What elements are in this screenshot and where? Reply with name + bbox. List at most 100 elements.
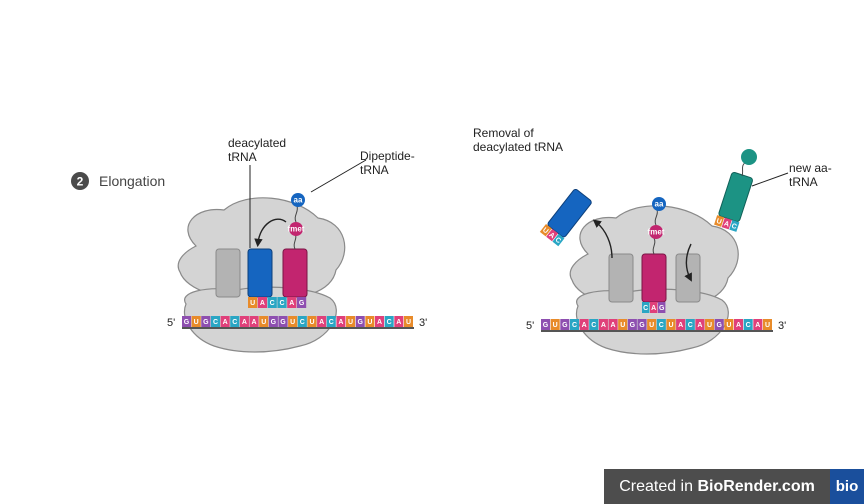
aa-label: aa — [294, 196, 303, 205]
biorender-logo: bio — [830, 469, 864, 504]
nucleotide-G — [182, 316, 192, 327]
new-aa-pointer — [751, 172, 789, 187]
nucleotide-G — [560, 319, 570, 330]
nucleotide-letter: U — [726, 322, 731, 329]
nucleotide-letter: G — [562, 322, 568, 329]
nucleotide-C — [743, 319, 753, 330]
a-site — [675, 253, 701, 303]
nucleotide-letter: A — [697, 322, 702, 329]
nucleotide-U — [647, 319, 657, 330]
nucleotide-A — [695, 319, 705, 330]
step-number: 2 — [77, 175, 84, 189]
peptide-transfer-arrow — [254, 218, 287, 248]
nucleotide-G — [658, 302, 666, 313]
aa-label: aa — [655, 200, 664, 209]
nucleotide-letter: U — [553, 322, 558, 329]
nucleotide-A — [598, 319, 608, 330]
nucleotide-G — [278, 316, 288, 327]
nucleotide-letter: A — [242, 319, 247, 326]
nucleotide-letter: G — [184, 319, 190, 326]
nucleotide-letter: U — [649, 322, 654, 329]
nucleotide-A — [394, 316, 404, 327]
nucleotide-letter: C — [731, 223, 738, 231]
fmet-label: fmet — [288, 225, 305, 234]
fmet-residue — [649, 225, 663, 239]
nucleotide-C — [230, 316, 240, 327]
removal-label: Removal of deacylated tRNA — [473, 126, 563, 154]
nucleotide-letter: A — [547, 232, 555, 241]
nucleotide-letter: C — [387, 319, 392, 326]
nucleotide-letter: U — [707, 322, 712, 329]
nucleotide-U — [346, 316, 356, 327]
nucleotide-G — [627, 319, 637, 330]
nucleotide-letter: G — [639, 322, 645, 329]
nucleotide-C — [729, 220, 740, 232]
nucleotide-letter: A — [319, 319, 324, 326]
nucleotide-letter: U — [541, 227, 549, 236]
nucleotide-C — [589, 319, 599, 330]
nucleotide-A — [753, 319, 763, 330]
nucleotide-A — [287, 297, 297, 308]
nucleotide-C — [656, 319, 666, 330]
dipeptide-pointer — [310, 159, 367, 193]
nucleotide-letter: U — [406, 319, 411, 326]
nucleotide-G — [297, 297, 307, 308]
watermark-text: Created in BioRender.com — [619, 477, 815, 495]
nucleotide-letter: U — [620, 322, 625, 329]
nucleotide-U — [191, 316, 201, 327]
nucleotide-letter: U — [715, 218, 722, 226]
nucleotide-letter: C — [270, 300, 275, 307]
nucleotide-C — [569, 319, 579, 330]
nucleotide-G — [355, 316, 365, 327]
left-three-prime: 3' — [419, 317, 427, 329]
aa-residue — [291, 193, 305, 207]
peptide-linker — [652, 237, 656, 255]
leaving-anticodon: UAC — [539, 223, 565, 247]
nucleotide-letter: A — [289, 300, 294, 307]
nucleotide-letter: U — [250, 300, 255, 307]
enter-arrow — [684, 243, 692, 282]
incoming-trna-body — [718, 171, 753, 222]
nucleotide-letter: G — [299, 300, 305, 307]
nucleotide-letter: C — [300, 319, 305, 326]
nucleotide-letter: G — [716, 322, 722, 329]
nucleotide-letter: G — [271, 319, 277, 326]
nucleotide-A — [220, 316, 230, 327]
nucleotide-A — [650, 302, 658, 313]
e-site — [215, 248, 241, 298]
nucleotide-A — [239, 316, 249, 327]
nucleotide-C — [267, 297, 277, 308]
nucleotide-C — [685, 319, 695, 330]
nucleotide-letter: A — [252, 319, 257, 326]
nucleotide-letter: U — [765, 322, 770, 329]
right-five-prime: 5' — [526, 320, 534, 332]
nucleotide-letter: A — [582, 322, 587, 329]
nucleotide-letter: C — [688, 322, 693, 329]
biorender-watermark[interactable]: Created in BioRender.com bio — [604, 469, 864, 504]
nucleotide-letter: A — [723, 220, 730, 228]
nucleotide-U — [259, 316, 269, 327]
nucleotide-G — [201, 316, 211, 327]
p-site-trna — [641, 253, 667, 303]
fmet-label: fmet — [648, 228, 665, 237]
nucleotide-U — [550, 319, 560, 330]
nucleotide-A — [546, 228, 559, 242]
step-number-badge — [71, 172, 89, 190]
nucleotide-letter: C — [572, 322, 577, 329]
nucleotide-letter: A — [223, 319, 228, 326]
nucleotide-A — [676, 319, 686, 330]
nucleotide-letter: G — [630, 322, 636, 329]
nucleotide-U — [666, 319, 676, 330]
nucleotide-letter: C — [329, 319, 334, 326]
nucleotide-letter: A — [736, 322, 741, 329]
nucleotide-letter: C — [591, 322, 596, 329]
nucleotide-G — [637, 319, 647, 330]
nucleotide-letter: A — [260, 300, 265, 307]
